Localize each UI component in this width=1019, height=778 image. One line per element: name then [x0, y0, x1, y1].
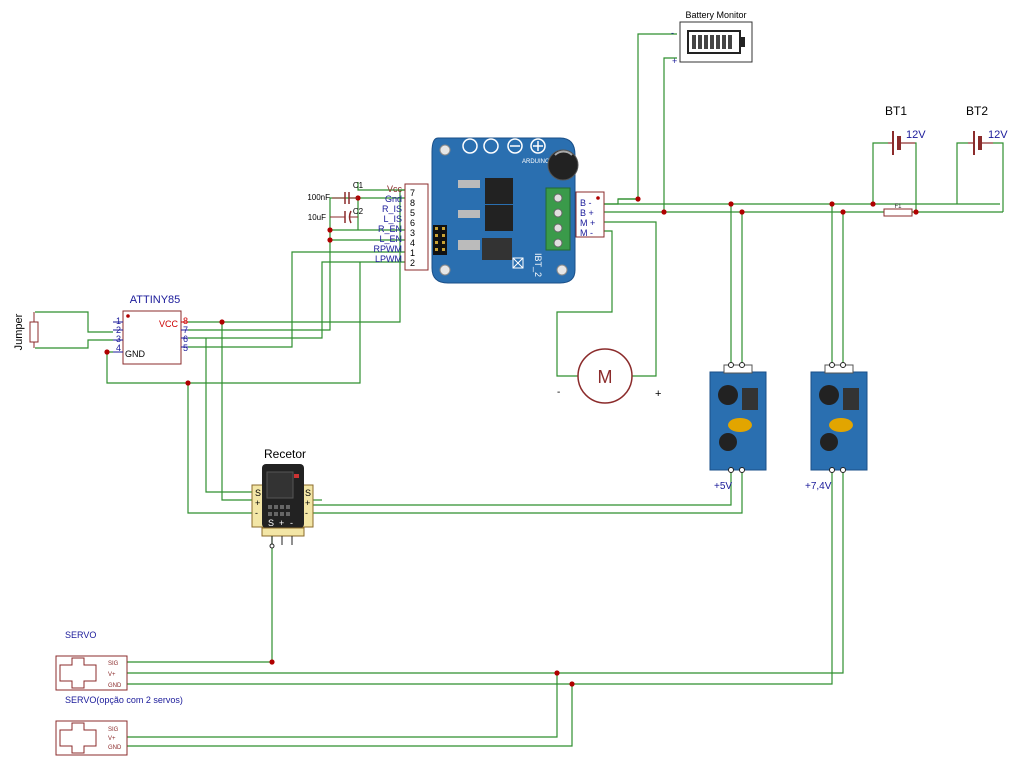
svg-text:4: 4: [116, 343, 121, 353]
svg-text:Gnd: Gnd: [385, 194, 402, 204]
svg-text:L_IS: L_IS: [383, 214, 402, 224]
svg-text:-: -: [305, 508, 308, 518]
svg-text:8: 8: [183, 316, 188, 326]
svg-text:+: +: [655, 388, 661, 400]
svg-text:+: +: [255, 498, 260, 508]
svg-text:C1: C1: [353, 181, 364, 190]
svg-text:3: 3: [116, 334, 121, 344]
svg-text:S: S: [305, 488, 311, 498]
driver-power-connector: B - B + M + M -: [575, 191, 605, 238]
svg-text:+7,4V: +7,4V: [805, 481, 832, 492]
svg-text:10uF: 10uF: [308, 213, 326, 222]
svg-text:6: 6: [410, 218, 415, 228]
jumper: Jumper: [13, 312, 39, 350]
svg-text:V+: V+: [108, 736, 116, 742]
svg-text:SIG: SIG: [108, 661, 119, 667]
battery-bt1: BT1 12V: [885, 104, 926, 155]
svg-text:S: S: [268, 518, 274, 528]
capacitor-c2: C2 10uF: [308, 207, 364, 224]
wires: [35, 33, 1004, 747]
svg-text:SERVO(opção com 2 servos): SERVO(opção com 2 servos): [65, 695, 183, 705]
svg-text:M +: M +: [580, 218, 595, 228]
driver-signal-header: Vcc 7 Gnd 8 R_IS 5 L_IS 6 R_EN 3 L_EN 4 …: [374, 183, 429, 271]
battery-level-icon: [692, 35, 732, 49]
svg-text:12V: 12V: [988, 129, 1008, 141]
svg-text:GND: GND: [108, 683, 122, 689]
battery-bt2: BT2 12V: [966, 104, 1008, 155]
motor-driver-board: ARDUINO IBT_2: [431, 137, 579, 284]
regulator-5v: +5V: [709, 362, 767, 492]
battery-monitor: Battery Monitor - +: [671, 10, 753, 66]
svg-text:-: -: [557, 387, 560, 398]
svg-text:-: -: [255, 508, 258, 518]
servo-1: SERVO SIG V+ GND: [55, 630, 128, 691]
svg-text:SIG: SIG: [108, 727, 119, 733]
svg-text:VCC: VCC: [159, 319, 179, 329]
svg-text:BT1: BT1: [885, 104, 907, 118]
svg-text:LPWM: LPWM: [375, 254, 402, 264]
svg-text:+: +: [279, 518, 284, 528]
svg-text:S: S: [255, 488, 261, 498]
dc-motor: M - +: [557, 348, 661, 404]
svg-text:2: 2: [410, 258, 415, 268]
fuse-f1: F1: [883, 204, 913, 217]
svg-text:ATTINY85: ATTINY85: [130, 294, 181, 306]
regulator-7v4: +7,4V: [805, 362, 868, 492]
svg-text:V+: V+: [108, 672, 116, 678]
svg-text:+5V: +5V: [714, 481, 732, 492]
svg-text:R_IS: R_IS: [382, 204, 402, 214]
svg-text:12V: 12V: [906, 129, 926, 141]
svg-text:R_EN: R_EN: [378, 224, 402, 234]
svg-text:M -: M -: [580, 228, 593, 238]
svg-text:F1: F1: [894, 204, 902, 210]
svg-text:BT2: BT2: [966, 104, 988, 118]
svg-text:ARDUINO: ARDUINO: [522, 159, 550, 165]
svg-text:5: 5: [410, 208, 415, 218]
servo-2: SERVO(opção com 2 servos) SIG V+ GND: [55, 695, 183, 756]
svg-text:L_EN: L_EN: [379, 234, 402, 244]
svg-text:Jumper: Jumper: [13, 313, 25, 350]
svg-text:7: 7: [410, 188, 415, 198]
radio-receiver: Recetor S + - S + - S + -: [251, 447, 314, 549]
capacitor-c1: C1 100nF: [307, 181, 364, 204]
svg-text:Battery Monitor: Battery Monitor: [685, 10, 746, 20]
svg-text:GND: GND: [125, 349, 146, 359]
junctions: [104, 195, 919, 687]
svg-text:C2: C2: [353, 207, 364, 216]
svg-text:+: +: [305, 498, 310, 508]
svg-text:SERVO: SERVO: [65, 630, 96, 640]
svg-text:100nF: 100nF: [307, 193, 330, 202]
svg-text:8: 8: [410, 198, 415, 208]
svg-text:Vcc: Vcc: [387, 184, 403, 194]
svg-text:-: -: [671, 28, 674, 38]
svg-text:1: 1: [116, 316, 121, 326]
svg-text:4: 4: [410, 238, 415, 248]
svg-text:5: 5: [183, 343, 188, 353]
svg-text:M: M: [598, 367, 613, 387]
svg-text:GND: GND: [108, 745, 122, 751]
svg-text:+: +: [672, 56, 677, 66]
svg-text:3: 3: [410, 228, 415, 238]
svg-text:Recetor: Recetor: [264, 447, 306, 461]
svg-text:RPWM: RPWM: [374, 244, 403, 254]
svg-text:B +: B +: [580, 208, 594, 218]
svg-text:B -: B -: [580, 198, 592, 208]
svg-text:1: 1: [410, 248, 415, 258]
attiny85-chip: ATTINY85 VCC GND 1 2 3 4 8 7 6 5: [113, 294, 188, 365]
svg-text:6: 6: [183, 334, 188, 344]
certification-icons: [462, 138, 546, 154]
svg-text:IBT_2: IBT_2: [533, 253, 543, 277]
svg-text:-: -: [290, 518, 293, 528]
